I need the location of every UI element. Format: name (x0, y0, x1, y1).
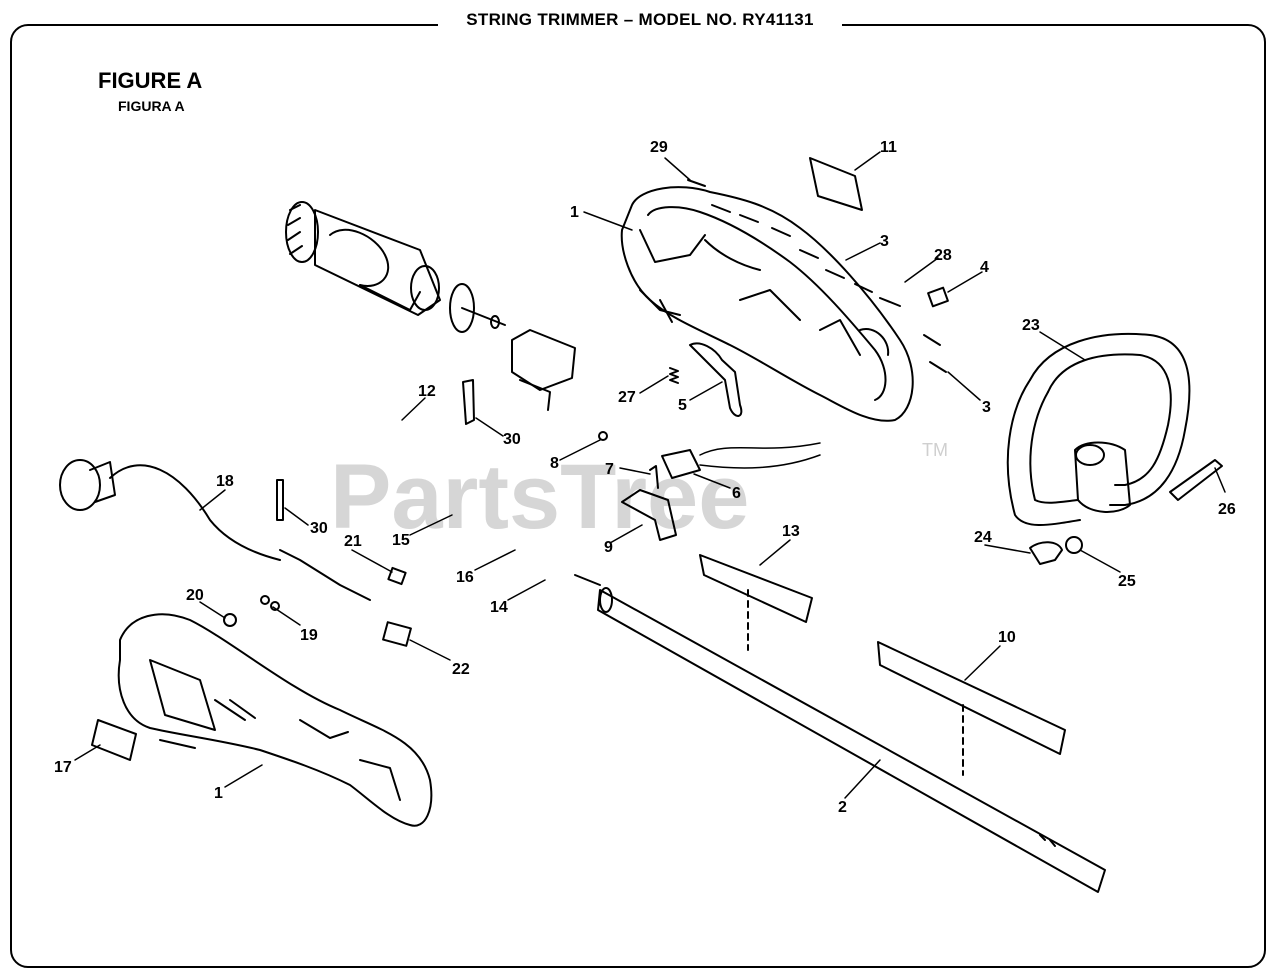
callout-25: 25 (1118, 573, 1136, 590)
handle-knob (1029, 541, 1063, 565)
label-decal-top (809, 157, 863, 211)
callout-10: 10 (998, 629, 1016, 646)
callout-9: 9 (604, 539, 613, 556)
callout-6: 6 (732, 485, 741, 502)
callout-16: 16 (456, 569, 474, 586)
carbon-brush-left (276, 479, 284, 521)
callout-29: 29 (650, 139, 668, 156)
cord-clamp (621, 489, 677, 541)
callout-3-right: 3 (982, 399, 991, 416)
callout-22: 22 (452, 661, 470, 678)
handle-washer (1065, 536, 1083, 554)
cord-terminal (387, 566, 407, 586)
tube-sleeve-lower (877, 641, 1066, 755)
callout-28: 28 (934, 247, 952, 264)
callout-3-top: 3 (880, 233, 889, 250)
housing-right-half (620, 186, 914, 422)
housing-left-half (117, 613, 433, 827)
watermark-trademark: TM (922, 440, 948, 460)
handle-bolt (1169, 459, 1223, 501)
callout-15: 15 (392, 532, 410, 549)
callout-26: 26 (1218, 501, 1236, 518)
callout-4: 4 (980, 259, 989, 276)
switch-trigger (689, 342, 743, 417)
callout-5: 5 (678, 397, 687, 414)
tube-sleeve-upper (699, 554, 813, 623)
callout-14: 14 (490, 599, 508, 616)
callout-30-left: 30 (310, 520, 328, 537)
callout-1-bottom: 1 (214, 785, 223, 802)
label-decal-lower (91, 719, 137, 761)
shaft-connector-screw (574, 574, 601, 586)
callout-2: 2 (838, 799, 847, 816)
housing-washer (223, 613, 237, 627)
mounting-bracket (519, 379, 551, 411)
callout-18: 18 (216, 473, 234, 490)
callout-numbers: 29 11 1 3 28 4 23 27 5 3 12 30 8 7 6 18 … (54, 139, 1236, 816)
callout-24: 24 (974, 529, 992, 546)
callout-12: 12 (418, 383, 436, 400)
motor-assembly (285, 201, 441, 316)
page-title: STRING TRIMMER – MODEL NO. RY41131 (438, 10, 842, 30)
housing-screws (687, 179, 947, 373)
trigger-spring (669, 367, 679, 384)
callout-20: 20 (186, 587, 204, 604)
callout-21: 21 (344, 533, 362, 550)
switch-wires (699, 442, 821, 469)
housing-screw-a (260, 595, 270, 605)
nut (927, 286, 949, 308)
callout-23: 23 (1022, 317, 1040, 334)
callout-13: 13 (782, 523, 800, 540)
callout-1-top: 1 (570, 204, 579, 221)
watermark-text: PartsTree (330, 446, 749, 548)
carbon-brush-top (462, 379, 475, 425)
switch-screw (649, 465, 659, 489)
callout-8: 8 (550, 455, 559, 472)
wire-connector (382, 621, 412, 647)
leader-lines (74, 151, 1226, 799)
figure-title: FIGURE A (98, 68, 203, 93)
motor-fan (449, 283, 506, 333)
callout-30-top: 30 (503, 431, 521, 448)
callout-19: 19 (300, 627, 318, 644)
brush-holder-plate (511, 329, 576, 391)
power-cord-plug (59, 459, 371, 601)
figure-subtitle: FIGURA A (118, 98, 185, 114)
housing-screw-b (270, 601, 280, 611)
terminal-screw (598, 431, 608, 441)
callout-11: 11 (880, 139, 897, 156)
callout-17: 17 (54, 759, 72, 776)
auxiliary-handle (1006, 332, 1191, 526)
callout-27: 27 (618, 389, 636, 406)
switch-block (661, 449, 701, 479)
main-shaft-tube (597, 587, 1106, 893)
callout-7: 7 (605, 461, 614, 478)
